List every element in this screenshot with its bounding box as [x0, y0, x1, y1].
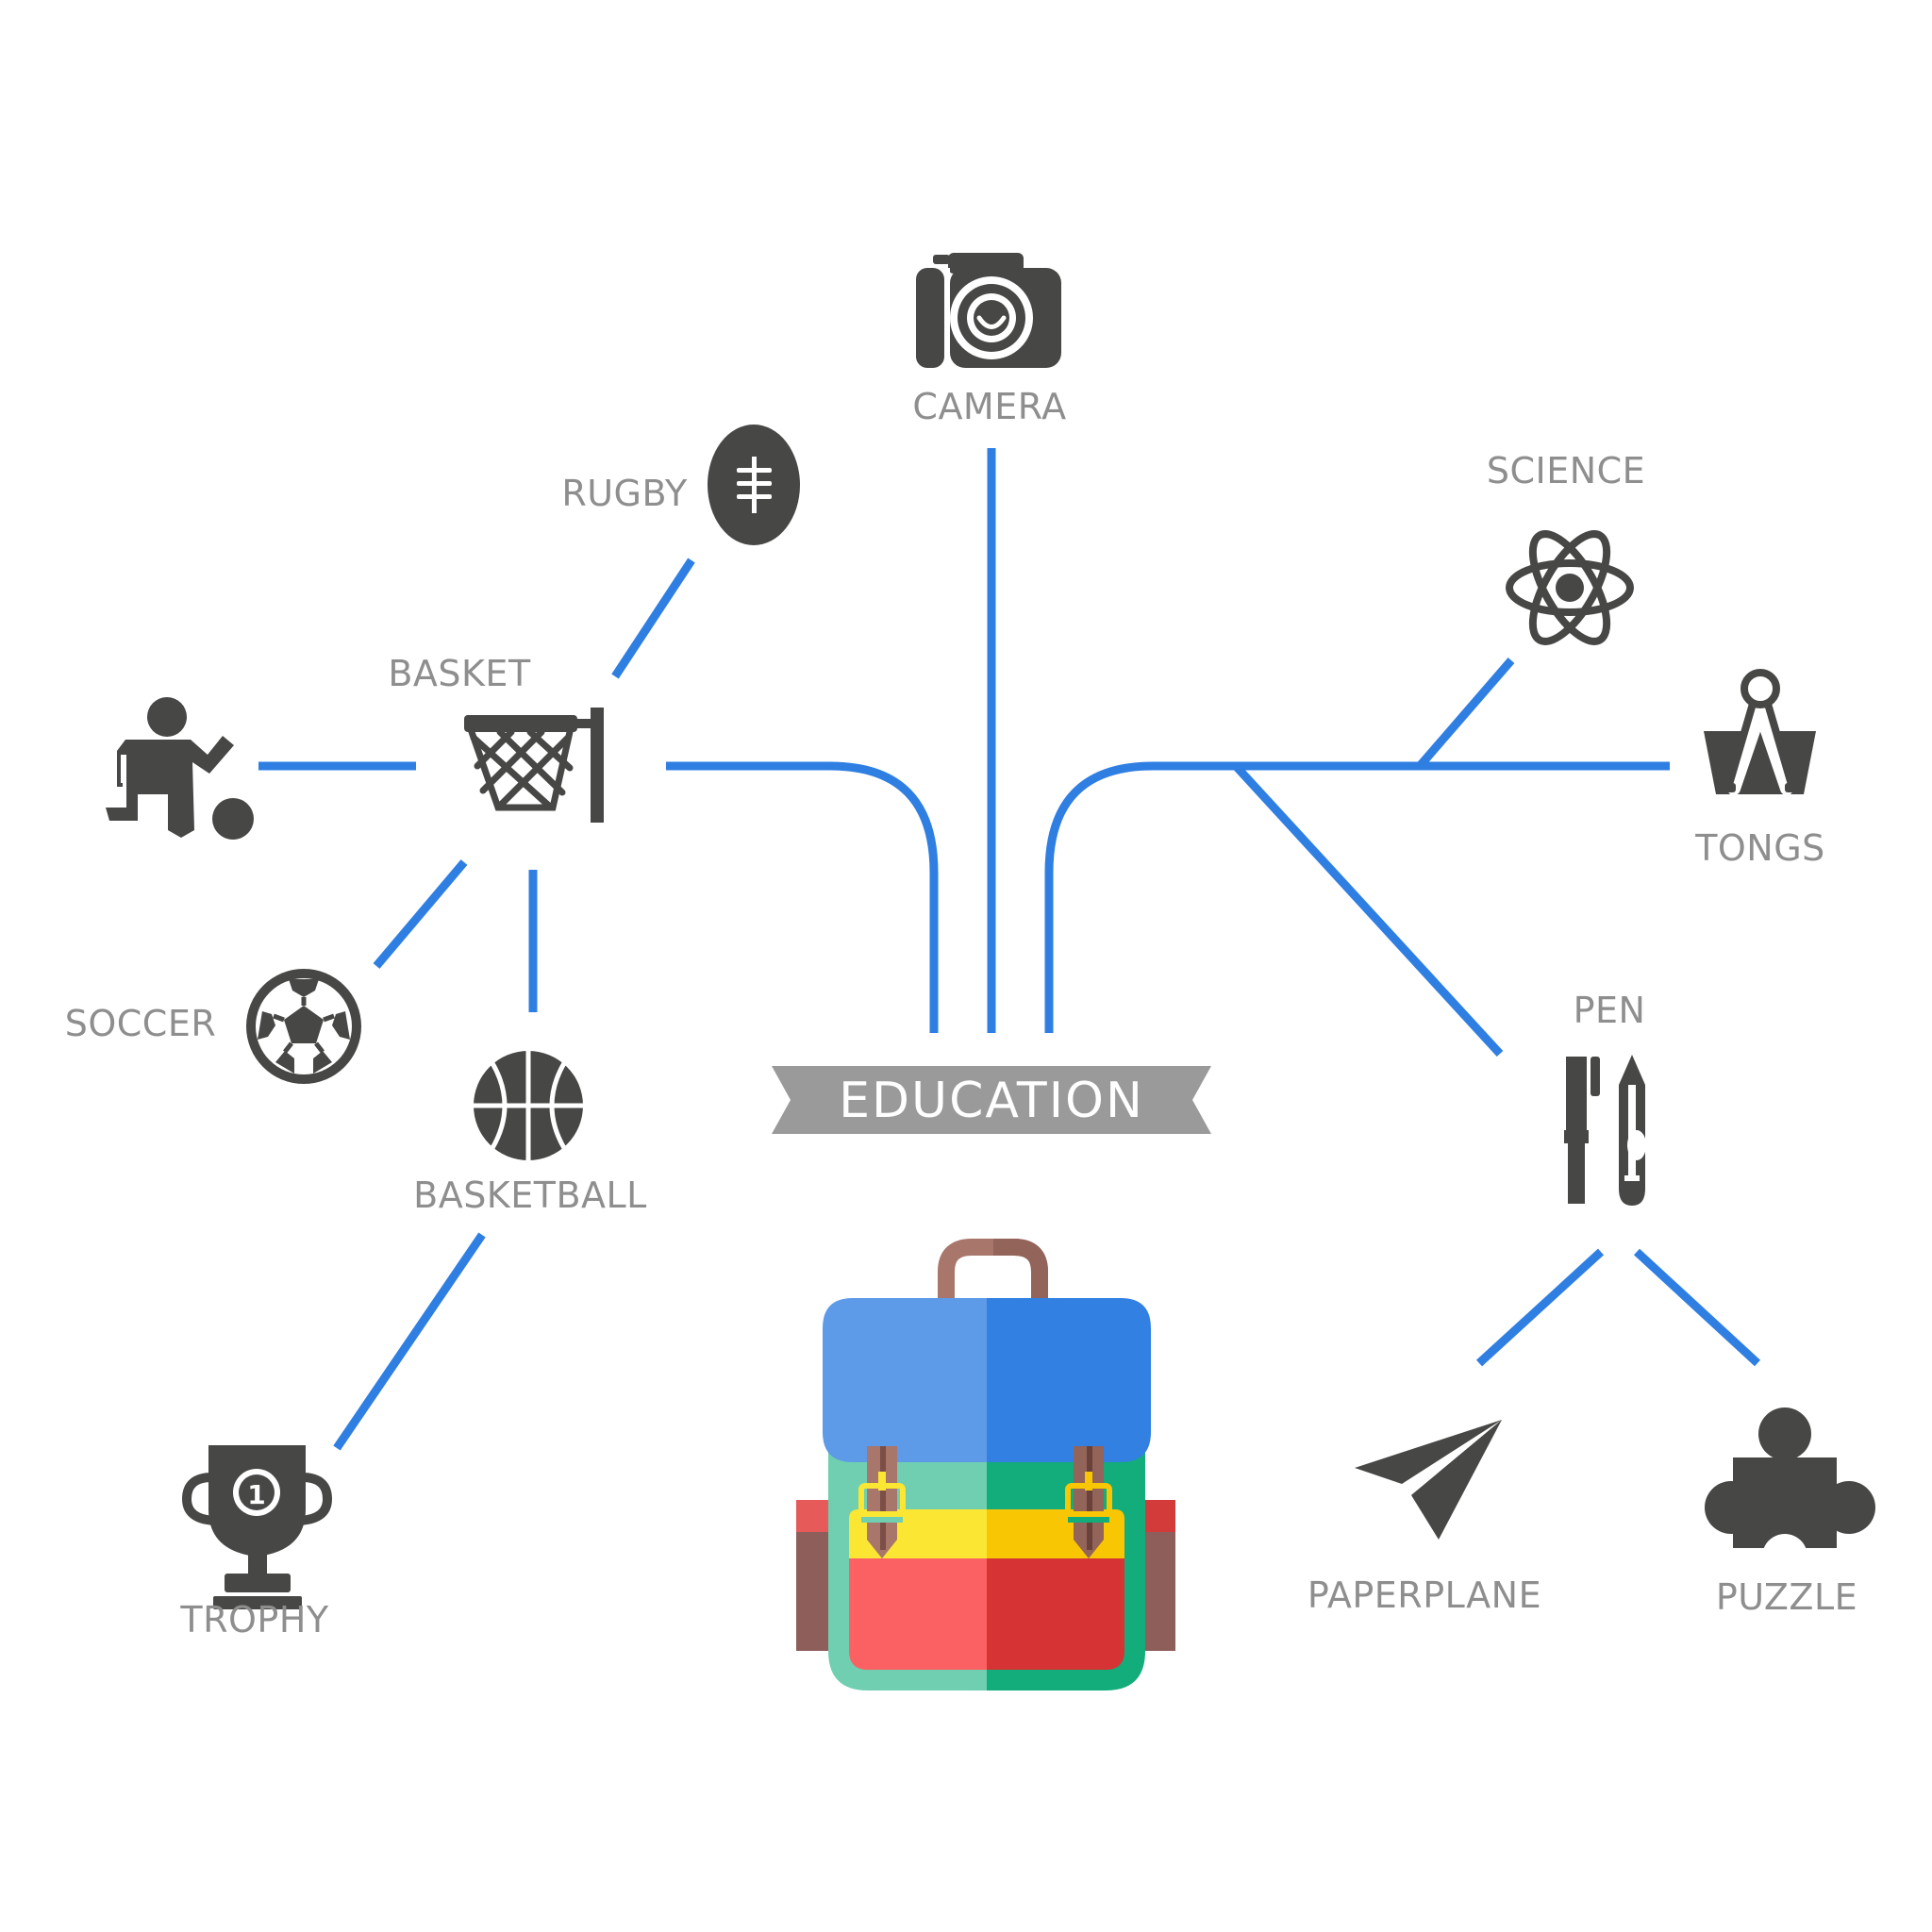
- edge-education-pen: [1232, 762, 1504, 1058]
- node-soccer: SOCCER: [65, 969, 361, 1084]
- node-label-camera: CAMERA: [912, 386, 1066, 427]
- svg-text:1: 1: [247, 1479, 265, 1510]
- paper-plane-icon: [1355, 1420, 1502, 1540]
- edge-pen-puzzle: [1633, 1248, 1761, 1367]
- edge-basket-rugby: [611, 558, 695, 679]
- banner-shape: [772, 1066, 1211, 1134]
- node-trophy: 1 TROPHY: [179, 1445, 333, 1641]
- node-player: [106, 697, 254, 840]
- node-rugby: RUGBY: [561, 425, 800, 545]
- rugby-ball-icon: [708, 425, 800, 545]
- node-tongs: TONGS: [1694, 669, 1825, 869]
- node-basket: BASKET: [388, 653, 604, 823]
- node-basketball: BASKETBALL: [413, 1051, 647, 1216]
- node-label-tongs: TONGS: [1694, 827, 1825, 869]
- center-label: EDUCATION: [839, 1073, 1144, 1129]
- soccer-player-icon: [106, 697, 254, 840]
- edge-education-basket: [666, 761, 939, 1033]
- connectors: [258, 448, 1761, 1451]
- node-label-pen: PEN: [1574, 990, 1646, 1031]
- edge-basket-soccer: [373, 859, 468, 969]
- node-label-basket: BASKET: [388, 653, 531, 694]
- node-label-soccer: SOCCER: [65, 1003, 217, 1044]
- edge-pen-paperplane: [1475, 1248, 1605, 1367]
- basketball-hoop-icon: [464, 708, 604, 823]
- edge-basketball-trophy: [333, 1232, 486, 1451]
- edge-education-science: [1416, 658, 1515, 769]
- pen-icon: [1564, 1055, 1646, 1206]
- edge-education-tongs: [1044, 761, 1670, 1033]
- trophy-icon: 1: [181, 1445, 333, 1609]
- node-paperplane: PAPERPLANE: [1307, 1420, 1541, 1616]
- soccer-ball-icon: [246, 969, 361, 1084]
- puzzle-piece-icon: [1705, 1407, 1875, 1579]
- backpack-icon: [796, 1239, 1175, 1690]
- node-camera: CAMERA: [912, 253, 1066, 427]
- node-label-puzzle: PUZZLE: [1716, 1576, 1857, 1618]
- camera-icon: [916, 253, 1061, 368]
- node-science: SCIENCE: [1487, 450, 1645, 645]
- node-label-rugby: RUGBY: [561, 473, 688, 514]
- node-label-basketball: BASKETBALL: [413, 1174, 647, 1216]
- education-banner: EDUCATION: [772, 1066, 1211, 1134]
- node-puzzle: PUZZLE: [1705, 1407, 1875, 1618]
- node-label-trophy: TROPHY: [179, 1599, 329, 1641]
- basketball-icon: [474, 1051, 583, 1160]
- atom-icon: [1506, 530, 1634, 645]
- node-label-science: SCIENCE: [1487, 450, 1645, 491]
- binder-clip-icon: [1704, 669, 1816, 795]
- node-pen: PEN: [1564, 990, 1646, 1206]
- node-label-paperplane: PAPERPLANE: [1307, 1574, 1541, 1616]
